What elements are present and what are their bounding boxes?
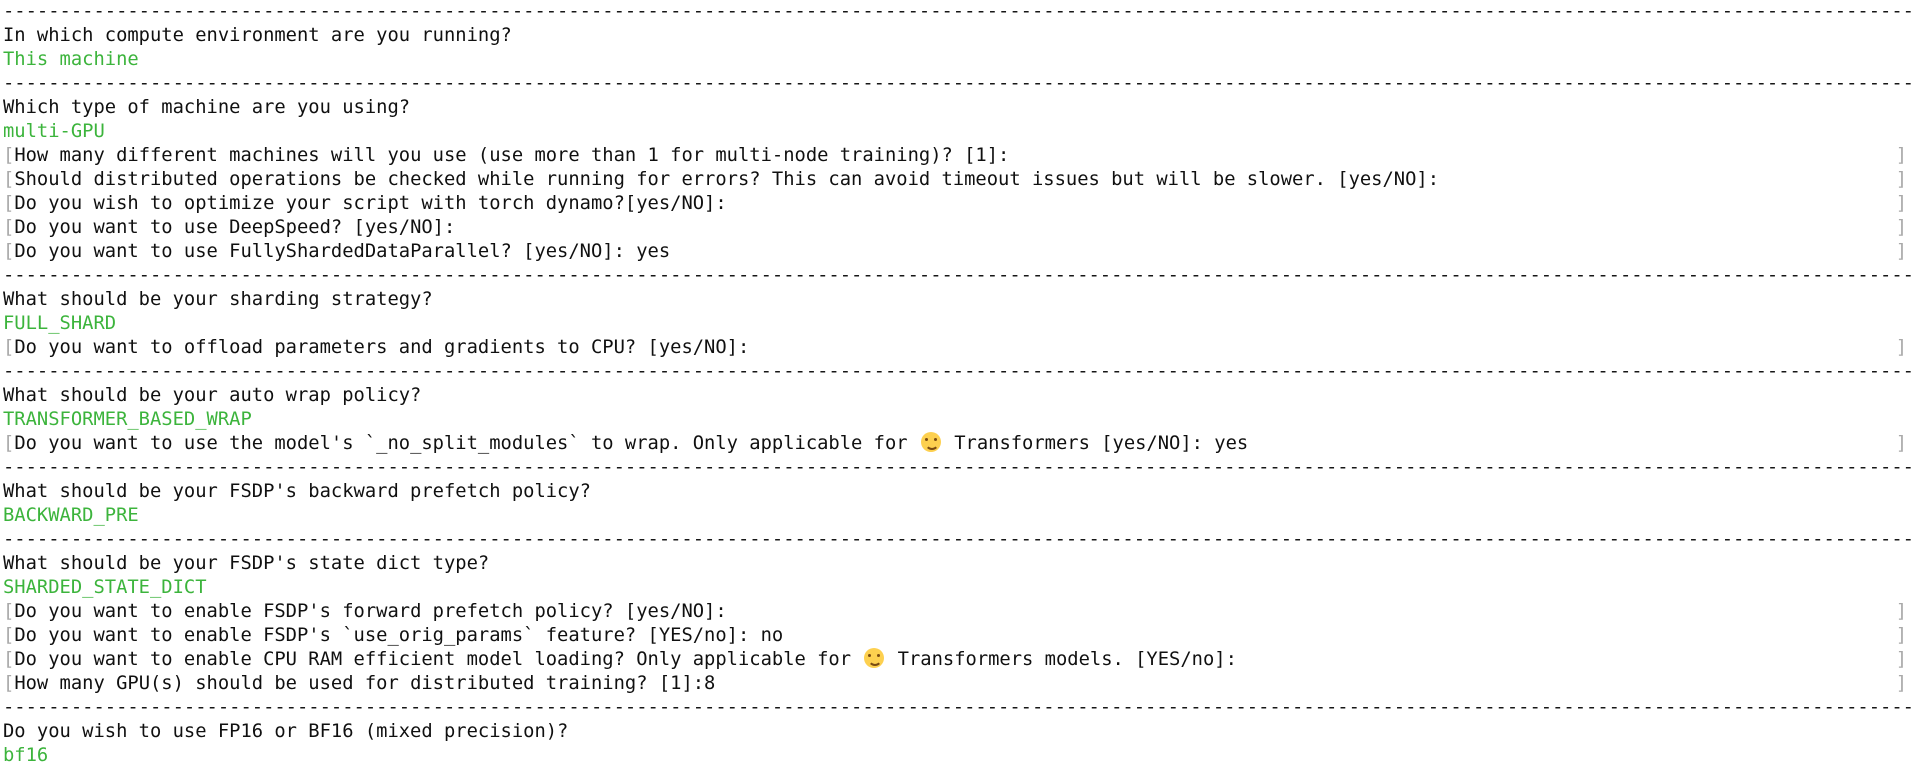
open-bracket: [ <box>3 601 15 622</box>
separator-line: ----------------------------------------… <box>3 361 1913 382</box>
answer-line: FULL_SHARD <box>3 313 117 334</box>
line-spacer <box>727 192 1896 216</box>
prompt-text: Do you want to use FullyShardedDataParal… <box>14 241 671 262</box>
close-bracket: ] <box>1895 241 1907 262</box>
line-spacer <box>1237 648 1896 672</box>
separator-line: ----------------------------------------… <box>3 73 1913 94</box>
line-spacer <box>455 216 1895 240</box>
open-bracket: [ <box>3 169 15 190</box>
answer-line: BACKWARD_PRE <box>3 505 139 526</box>
separator-line: ----------------------------------------… <box>3 1 1913 22</box>
line-spacer <box>749 336 1895 360</box>
close-bracket: ] <box>1895 625 1907 646</box>
question-line: What should be your FSDP's backward pref… <box>3 481 591 502</box>
open-bracket: [ <box>3 433 15 454</box>
open-bracket: [ <box>3 625 15 646</box>
open-bracket: [ <box>3 193 15 214</box>
separator-line: ----------------------------------------… <box>3 457 1913 478</box>
line-spacer <box>1439 168 1896 192</box>
prompt-line: [Do you want to enable FSDP's `use_orig_… <box>3 624 1913 648</box>
open-bracket: [ <box>3 217 15 238</box>
prompt-line: [Should distributed operations be checke… <box>3 168 1913 192</box>
line-spacer <box>1248 432 1895 456</box>
prompt-text: Do you want to enable FSDP's forward pre… <box>14 601 727 622</box>
answer-line: This machine <box>3 49 139 70</box>
close-bracket: ] <box>1895 673 1907 694</box>
separator-line: ----------------------------------------… <box>3 265 1913 286</box>
open-bracket: [ <box>3 649 15 670</box>
separator-line: ----------------------------------------… <box>3 529 1913 550</box>
prompt-text: Do you want to enable CPU RAM efficient … <box>14 648 1237 670</box>
question-line: In which compute environment are you run… <box>3 25 512 46</box>
open-bracket: [ <box>3 145 15 166</box>
close-bracket: ] <box>1895 649 1907 670</box>
prompt-text: Do you want to enable FSDP's `use_orig_p… <box>14 625 784 646</box>
open-bracket: [ <box>3 673 15 694</box>
question-line: What should be your auto wrap policy? <box>3 385 422 406</box>
question-line: Do you wish to use FP16 or BF16 (mixed p… <box>3 721 569 742</box>
answer-line: multi-GPU <box>3 121 105 142</box>
prompt-line: [Do you want to enable FSDP's forward pr… <box>3 600 1913 624</box>
close-bracket: ] <box>1895 145 1907 166</box>
prompt-text: How many GPU(s) should be used for distr… <box>14 673 716 694</box>
prompt-text: Do you want to use DeepSpeed? [yes/NO]: <box>14 217 456 238</box>
prompt-line: [Do you want to use the model's `_no_spl… <box>3 432 1913 456</box>
question-line: Which type of machine are you using? <box>3 97 411 118</box>
line-spacer <box>715 672 1895 696</box>
close-bracket: ] <box>1895 337 1907 358</box>
separator-line: ----------------------------------------… <box>3 697 1913 718</box>
prompt-line: [Do you want to offload parameters and g… <box>3 336 1913 360</box>
prompt-text: Do you want to use the model's `_no_spli… <box>14 432 1249 454</box>
open-bracket: [ <box>3 337 15 358</box>
prompt-line: [How many different machines will you us… <box>3 144 1913 168</box>
prompt-text: How many different machines will you use… <box>14 145 1010 166</box>
line-spacer <box>783 624 1895 648</box>
line-spacer <box>1009 144 1895 168</box>
open-bracket: [ <box>3 241 15 262</box>
close-bracket: ] <box>1895 193 1907 214</box>
question-line: What should be your FSDP's state dict ty… <box>3 553 490 574</box>
prompt-line: [Do you wish to optimize your script wit… <box>3 192 1913 216</box>
answer-line: bf16 <box>3 745 49 766</box>
question-line: What should be your sharding strategy? <box>3 289 433 310</box>
prompt-text: Do you wish to optimize your script with… <box>14 193 727 214</box>
hugging-face-emoji-icon <box>920 432 941 452</box>
prompt-line: [Do you want to use FullyShardedDataPara… <box>3 240 1913 264</box>
hugging-face-emoji-icon <box>864 648 885 668</box>
prompt-text: Do you want to offload parameters and gr… <box>14 337 750 358</box>
prompt-line: [How many GPU(s) should be used for dist… <box>3 672 1913 696</box>
answer-line: SHARDED_STATE_DICT <box>3 577 207 598</box>
close-bracket: ] <box>1895 601 1907 622</box>
prompt-line: [Do you want to enable CPU RAM efficient… <box>3 648 1913 672</box>
line-spacer <box>670 240 1896 264</box>
close-bracket: ] <box>1895 217 1907 238</box>
prompt-text: Should distributed operations be checked… <box>14 169 1440 190</box>
close-bracket: ] <box>1895 169 1907 190</box>
line-spacer <box>727 600 1896 624</box>
prompt-line: [Do you want to use DeepSpeed? [yes/NO]:… <box>3 216 1913 240</box>
close-bracket: ] <box>1895 433 1907 454</box>
answer-line: TRANSFORMER_BASED_WRAP <box>3 409 252 430</box>
